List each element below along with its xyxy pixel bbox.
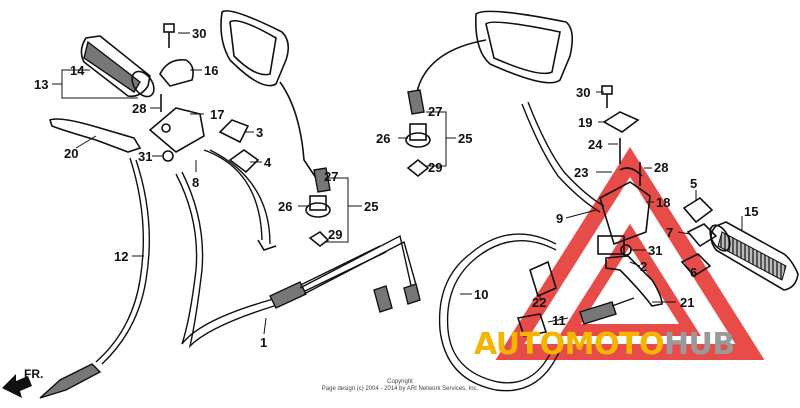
cable-10: [438, 233, 561, 392]
callout-27-right: 27: [428, 104, 442, 119]
callout-9: 9: [556, 211, 563, 226]
direction-label: FR.: [24, 367, 43, 381]
callout-15: 15: [744, 204, 758, 219]
callout-1: 1: [260, 335, 267, 350]
callout-28-right: 28: [654, 160, 668, 175]
callout-2: 2: [640, 259, 647, 274]
switch-5: [682, 196, 714, 224]
callout-26-right: 26: [376, 131, 390, 146]
callout-3: 3: [256, 125, 263, 140]
callout-19: 19: [578, 115, 592, 130]
callout-14: 14: [70, 63, 85, 78]
switch-housing: [148, 107, 205, 153]
callout-24: 24: [588, 137, 603, 152]
switch-wire-8: [203, 149, 263, 241]
callout-28-left: 28: [132, 101, 146, 116]
callout-7: 7: [666, 225, 673, 240]
callout-labels: 13 14 28 30 16 17 3 4 31 8 20 12 27 26 2…: [24, 26, 758, 381]
right-mirror: [407, 10, 574, 115]
clamp-19: [602, 111, 640, 133]
front-direction-arrow: [2, 374, 32, 398]
cable-1-upper: [175, 173, 381, 345]
cable-12-end: [39, 363, 102, 399]
callout-26-left: 26: [278, 199, 292, 214]
callout-11: 11: [552, 313, 566, 328]
callout-25-right: 25: [458, 131, 472, 146]
cable-11-holder: [516, 313, 548, 337]
clutch-lever: [49, 118, 142, 153]
callout-30-left: 30: [192, 26, 206, 41]
callout-23: 23: [574, 165, 588, 180]
left-grip: [80, 35, 155, 98]
nut-29-right: [406, 158, 430, 178]
left-mirror: [220, 10, 331, 193]
boot-26-right: [405, 132, 431, 148]
front-brake-lever: [605, 255, 663, 307]
screw-30-left: [163, 23, 175, 48]
copyright-notice: Copyright Page design (c) 2004 - 2014 by…: [300, 379, 500, 393]
callout-31-right: 31: [648, 243, 662, 258]
callout-4: 4: [264, 155, 272, 170]
callout-20: 20: [64, 146, 78, 161]
nut-31-left: [162, 150, 174, 162]
callout-25-left: 25: [364, 199, 378, 214]
cable-junction: [269, 281, 307, 309]
switch-7: [686, 223, 718, 248]
callout-8: 8: [192, 175, 199, 190]
screw-30-right: [601, 85, 613, 95]
callout-22: 22: [532, 295, 546, 310]
copyright-line2: Page design (c) 2004 - 2014 by ARI Netwo…: [321, 386, 479, 392]
leader-lines: [52, 32, 743, 335]
watermark-part3: HUB: [663, 327, 735, 362]
callout-13: 13: [34, 77, 48, 92]
switch-6: [680, 253, 712, 278]
callout-29-right: 29: [428, 160, 442, 175]
nut-29-left: [308, 230, 330, 248]
watermark-part2: MOTO: [564, 327, 665, 362]
callout-18: 18: [656, 195, 670, 210]
callout-30-right: 30: [576, 85, 590, 100]
callout-12: 12: [114, 249, 128, 264]
switch-3: [218, 119, 250, 144]
callout-10: 10: [474, 287, 488, 302]
switch-4: [228, 149, 260, 174]
callout-6: 6: [690, 265, 697, 280]
callout-31-left: 31: [138, 149, 152, 164]
watermark-part1: AUTO: [474, 327, 565, 362]
copyright-line1: Copyright: [387, 379, 413, 385]
callout-16: 16: [204, 63, 218, 78]
bracket-22: [529, 260, 557, 298]
callout-27-left: 27: [324, 169, 338, 184]
cable-9: [521, 103, 601, 213]
callout-5: 5: [690, 176, 697, 191]
watermark-triangle-logo: [495, 147, 765, 360]
cable-11: [579, 301, 617, 325]
watermark-text: AUTOMOTOHUB: [474, 327, 735, 362]
callout-17: 17: [210, 107, 224, 122]
callout-29-left: 29: [328, 227, 342, 242]
grip-end-cap: [159, 58, 194, 87]
right-grip: [709, 221, 799, 291]
cable-12: [95, 157, 145, 363]
boot-26-left: [305, 202, 331, 218]
callout-21: 21: [680, 295, 694, 310]
